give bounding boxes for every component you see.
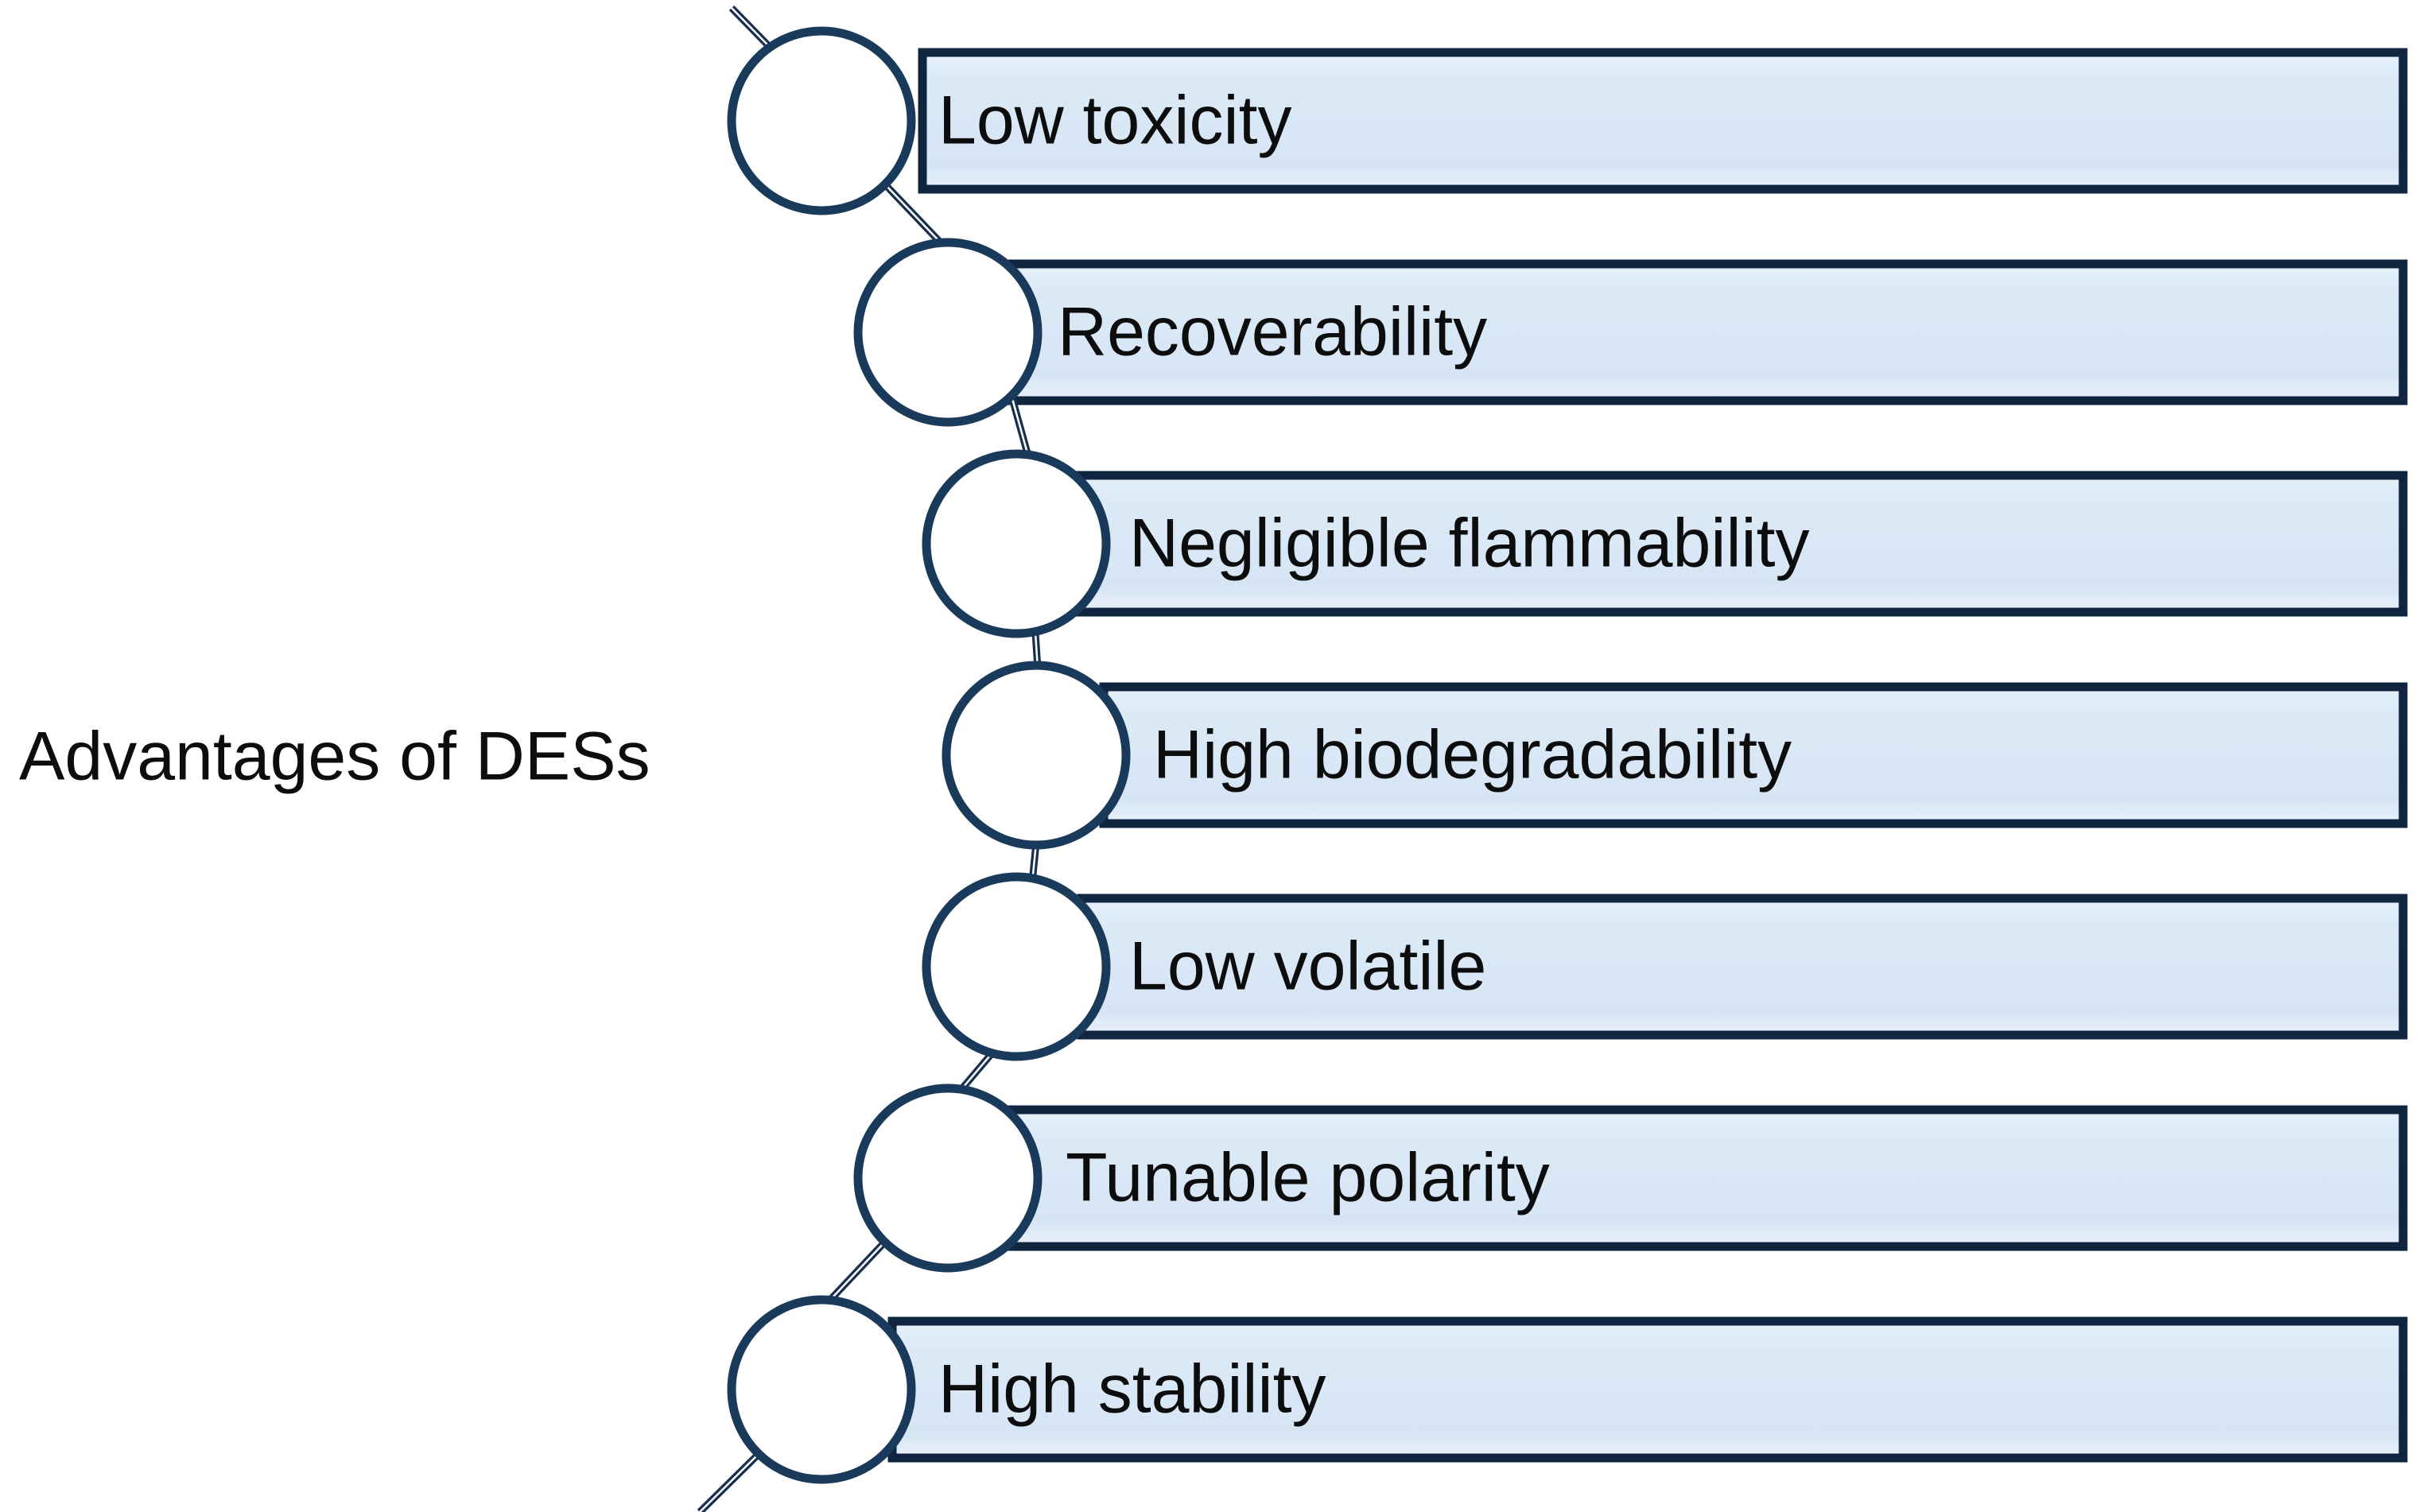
bar-label-5: Low volatile	[1129, 929, 1486, 1005]
node-circle-2[interactable]	[853, 238, 1043, 427]
bar-rect-7[interactable]	[887, 1316, 2408, 1463]
bar-rect-4[interactable]	[1099, 682, 2408, 828]
bar-label-7: High stability	[938, 1351, 1326, 1428]
node-circle-5[interactable]	[922, 872, 1111, 1061]
bar-label-group: Low toxicity Recoverability Negligible f…	[938, 83, 1810, 1428]
bar-rect-2[interactable]	[997, 259, 2408, 405]
bar-label-4: High biodegradability	[1153, 717, 1792, 793]
bar-rect-3[interactable]	[1067, 471, 2408, 617]
bar-label-6: Tunable polarity	[1066, 1140, 1550, 1216]
bar-rect-1[interactable]	[918, 48, 2408, 194]
bar-rect-5[interactable]	[1077, 894, 2408, 1040]
bar-group	[887, 48, 2408, 1463]
node-circle-group	[727, 26, 1131, 1484]
bar-label-2: Recoverability	[1058, 294, 1487, 370]
node-circle-4[interactable]	[942, 661, 1131, 850]
bar-label-1: Low toxicity	[938, 83, 1292, 159]
node-circle-1[interactable]	[727, 26, 916, 215]
bar-label-3: Negligible flammability	[1129, 506, 1810, 582]
node-circle-6[interactable]	[853, 1084, 1043, 1273]
node-circle-7[interactable]	[727, 1295, 916, 1484]
node-circle-3[interactable]	[922, 449, 1111, 638]
root-label: Advantages of DESs	[19, 719, 650, 795]
